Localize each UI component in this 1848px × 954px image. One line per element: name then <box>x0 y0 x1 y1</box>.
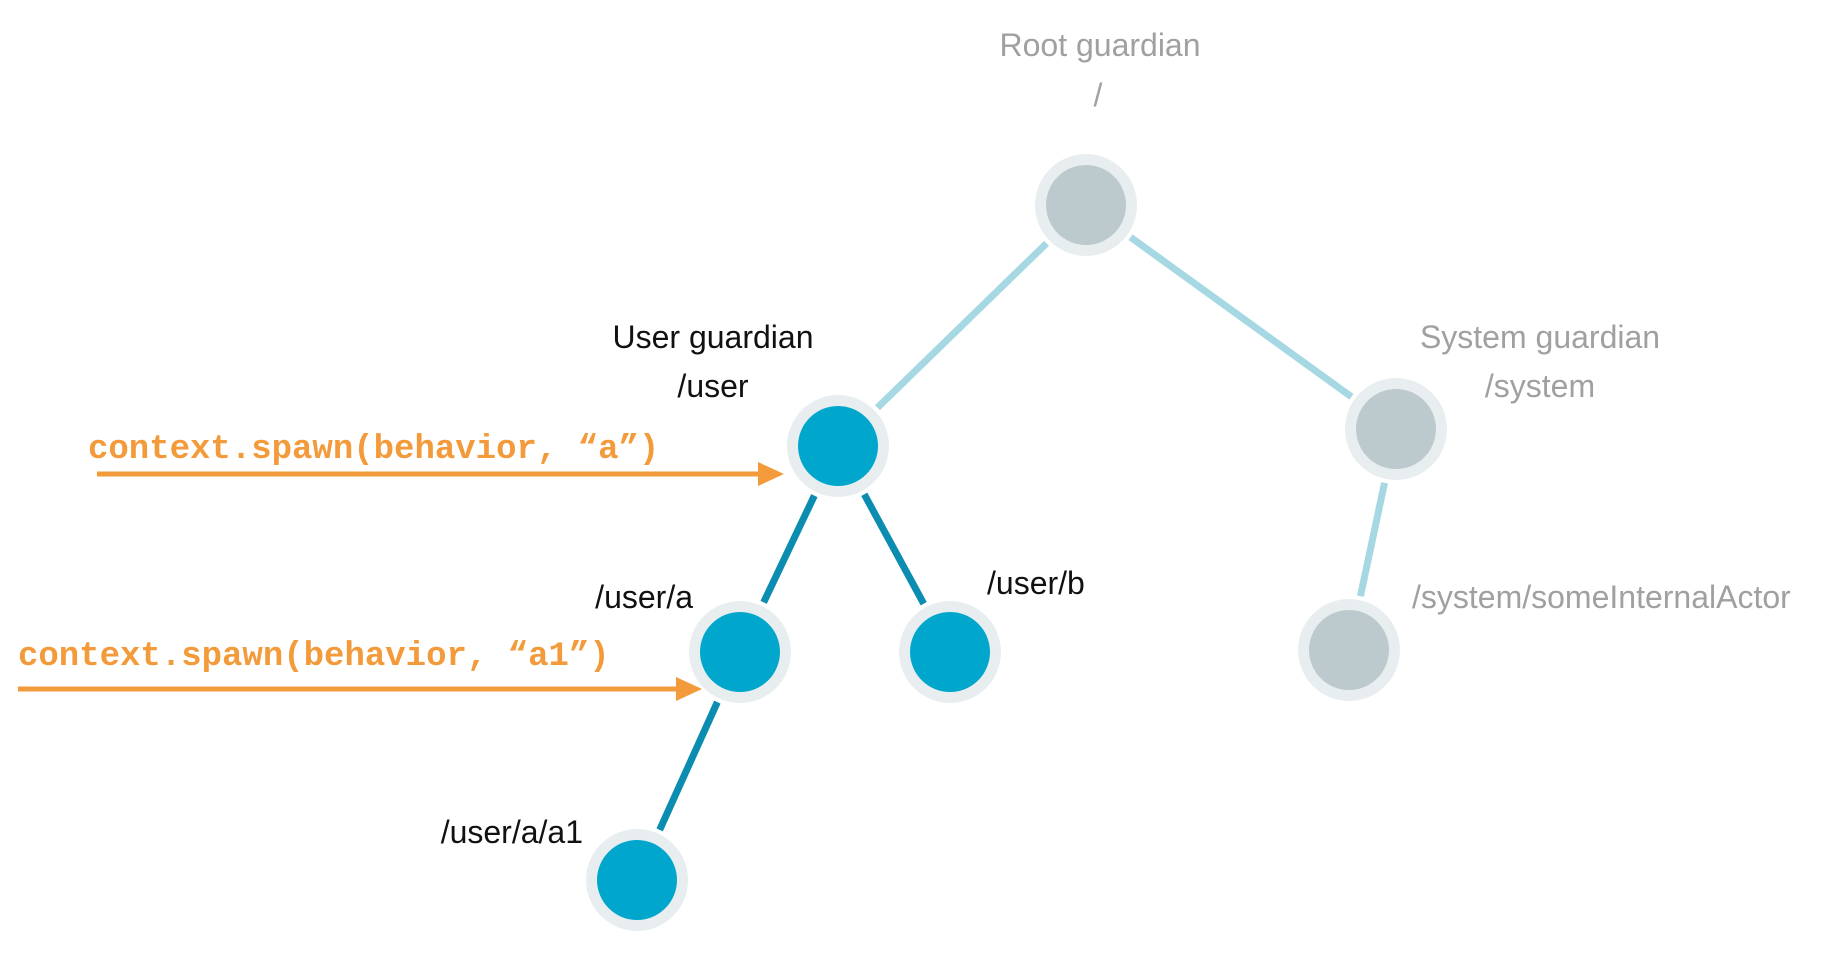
edge-user-a <box>760 494 818 604</box>
spawn-call-a1: context.spawn(behavior, “a1”) <box>18 638 610 676</box>
a-path: /user/a <box>595 579 693 615</box>
node-internal-core <box>1309 610 1389 690</box>
node-a <box>689 601 791 703</box>
edge-system-internal <box>1357 482 1388 597</box>
system-path: /system <box>1485 368 1595 404</box>
root-title: Root guardian <box>999 27 1200 63</box>
system-title: System guardian <box>1420 319 1660 355</box>
spawn-call-a: context.spawn(behavior, “a”) <box>88 431 659 469</box>
nodes <box>586 154 1447 931</box>
edges <box>656 234 1388 832</box>
a1-path: /user/a/a1 <box>441 814 583 850</box>
node-user <box>787 395 889 497</box>
spawn-arrow-a-head <box>758 462 784 486</box>
node-root-core <box>1046 165 1126 245</box>
root-path: / <box>1094 77 1103 113</box>
node-b <box>899 601 1001 703</box>
user-path: /user <box>677 368 748 404</box>
internal-path: /system/someInternalActor <box>1412 579 1791 615</box>
edge-user-b <box>861 492 927 606</box>
user-title: User guardian <box>613 319 814 355</box>
spawn-arrow-a1-head <box>676 677 702 701</box>
node-internal <box>1298 599 1400 701</box>
spawn-arrow-a: context.spawn(behavior, “a”) <box>88 431 784 486</box>
edge-root-user <box>875 240 1049 411</box>
node-user-core <box>798 406 878 486</box>
node-system-core <box>1356 389 1436 469</box>
edge-root-system <box>1128 234 1354 400</box>
node-system <box>1345 378 1447 480</box>
node-b-core <box>910 612 990 692</box>
node-a-core <box>700 612 780 692</box>
edge-a-a1 <box>656 700 721 832</box>
b-path: /user/b <box>987 565 1085 601</box>
node-a1-core <box>597 840 677 920</box>
node-root <box>1035 154 1137 256</box>
spawn-arrow-a1: context.spawn(behavior, “a1”) <box>18 638 702 701</box>
node-a1 <box>586 829 688 931</box>
